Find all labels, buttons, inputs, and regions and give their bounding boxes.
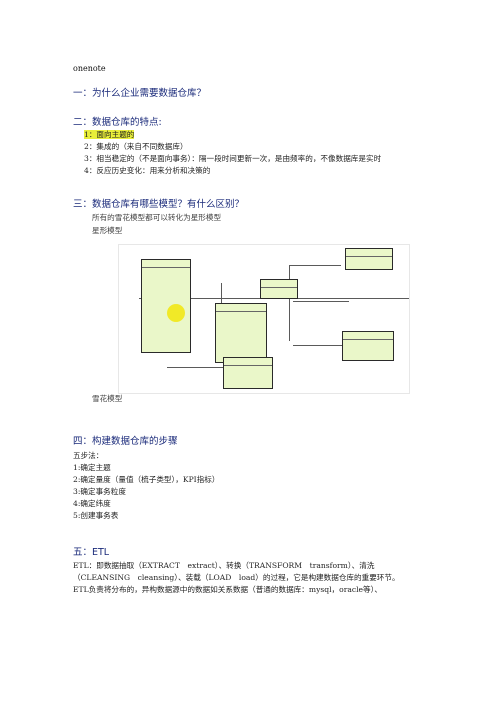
section-title-4: 四：构建数据仓库的步骤: [73, 436, 178, 447]
section-title-1: 一：为什么企业需要数据仓库？: [73, 88, 207, 99]
onenote-label: onenote: [73, 64, 106, 73]
step-item: 2:确定量度（量值（梳子类型），KPI指标）: [73, 475, 220, 484]
star-model-label: 星形模型: [92, 226, 123, 235]
step-item: 五步法：: [73, 451, 104, 460]
highlight-marker: [167, 304, 185, 322]
entity-box: [260, 279, 298, 299]
connector-line: [293, 301, 349, 302]
etl-paragraph: ETL：即数据抽取（EXTRACT extract）、转换（TRANSFORM …: [73, 560, 423, 596]
entity-box: [215, 303, 267, 363]
feature-list: 1：面向主题的 2：集成的（来自不同数据库） 3：相当稳定的（不是面向事务）：隔…: [84, 129, 381, 177]
connector-line: [289, 265, 290, 341]
connector-line: [293, 345, 349, 346]
feature-item: 2：集成的（来自不同数据库）: [84, 142, 188, 151]
etl-line-2: （CLEANSING cleansing）、装载（LOAD load）的过程，它…: [73, 573, 400, 582]
step-item: 5:创建事务表: [73, 511, 119, 520]
entity-box: [342, 331, 394, 361]
feature-item: 3：相当稳定的（不是面向事务）：隔一段时间更新一次，是由频率的，不像数据库是实时: [84, 154, 382, 163]
star-schema-diagram: [118, 244, 410, 394]
feature-item: 4：反应历史变化：用来分析和决策的: [84, 166, 211, 175]
step-item: 1:确定主题: [73, 463, 111, 472]
connector-line: [167, 367, 265, 368]
steps-list: 五步法： 1:确定主题 2:确定量度（量值（梳子类型），KPI指标） 3:确定事…: [73, 450, 219, 522]
section-title-2: 二：数据仓库的特点:: [73, 117, 162, 128]
connector-line: [289, 265, 341, 266]
section-title-3: 三：数据仓库有哪些模型？有什么区别？: [73, 199, 245, 210]
etl-line-3: ETL负责将分布的，异构数据源中的数据如关系数据（普通的数据库：mysql，or…: [73, 585, 383, 594]
step-item: 4:确定纬度: [73, 499, 111, 508]
etl-line-1: ETL：即数据抽取（EXTRACT extract）、转换（TRANSFORM …: [73, 561, 375, 570]
model-note: 所有的雪花模型都可以转化为星形模型: [92, 213, 222, 222]
snowflake-model-label: 雪花模型: [92, 394, 123, 403]
section-title-5: 五：ETL: [73, 547, 110, 558]
highlighted-item: 1：面向主题的: [84, 130, 135, 139]
entity-box: [345, 248, 393, 270]
step-item: 3:确定事务粒度: [73, 487, 126, 496]
entity-box: [223, 357, 273, 389]
entity-box: [141, 259, 191, 353]
